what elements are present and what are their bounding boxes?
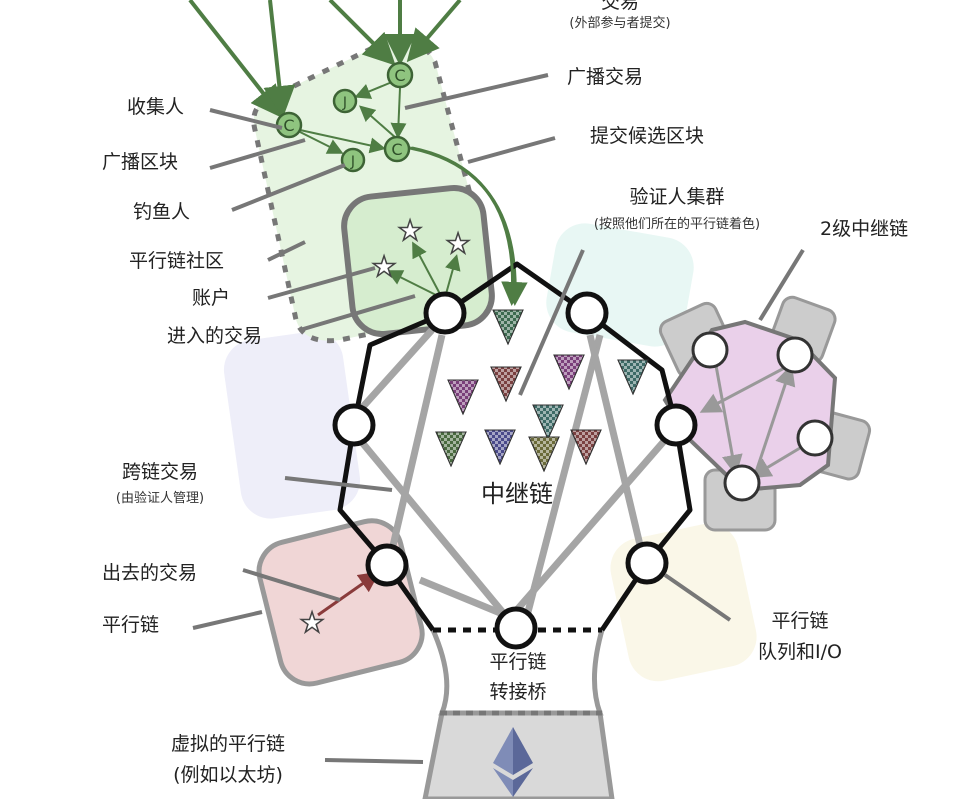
label-virtual-parachain: 虚拟的平行链 [170, 733, 286, 755]
validator-triangle [553, 354, 585, 391]
label-submit-candidate: 提交候选区块 [590, 125, 705, 147]
validator-triangle [484, 429, 516, 466]
star-icon: ★ [371, 250, 396, 283]
star-icon: ★ [397, 214, 422, 247]
fisherman-node[interactable]: J [340, 147, 366, 173]
svg-text:J: J [342, 95, 347, 111]
validator-triangle [617, 359, 649, 396]
incoming-tx-arrows [188, 0, 462, 119]
label-second-relay: 2级中继链 [820, 218, 909, 240]
validator-triangle [490, 366, 522, 403]
svg-text:C: C [283, 116, 294, 135]
validator-triangle [447, 379, 479, 416]
validator-triangle [570, 429, 602, 466]
label-transactions-sub: (外部参与者提交) [569, 16, 671, 31]
faded-parachain-lavender [223, 331, 361, 519]
cross-chain-tx-arrows [357, 327, 668, 619]
collator-node[interactable]: C [275, 111, 303, 139]
leader-lines [192, 73, 805, 764]
label-broadcast-block: 广播区块 [102, 151, 179, 173]
label-fisherman: 钓鱼人 [133, 201, 191, 223]
relay-chain [332, 261, 698, 650]
label-virtual-parachain-sub: (例如以太坊) [173, 764, 283, 786]
second-level-relay-chain [658, 295, 872, 532]
account-star-icons: ★ ★ ★ [371, 213, 472, 284]
label-cross-chain-tx-sub: (由验证人管理) [115, 491, 205, 506]
label-account: 账户 [192, 287, 231, 309]
label-transactions: 交易 [600, 0, 640, 13]
validator-triangle [435, 431, 467, 468]
parachain-box [256, 518, 425, 687]
svg-text:J: J [350, 154, 355, 170]
faded-parachain-cream [610, 523, 757, 682]
star-icon: ★ [299, 606, 324, 639]
label-parachain-queue-io: 队列和I/O [758, 641, 842, 663]
star-icon: ★ [445, 227, 470, 260]
ethereum-icon [493, 727, 533, 797]
validator-slot-nodes [332, 291, 698, 650]
svg-text:C: C [394, 66, 405, 85]
label-parachain: 平行链 [102, 614, 160, 636]
label-bridge-2: 转接桥 [489, 681, 547, 703]
account-box [341, 185, 495, 337]
label-inbound-tx: 进入的交易 [167, 325, 263, 347]
label-bridge: 平行链 [489, 651, 547, 673]
validator-triangle [532, 404, 564, 441]
fisherman-node[interactable]: J [332, 88, 358, 114]
collator-node[interactable]: C [386, 61, 414, 89]
label-outbound-tx: 出去的交易 [102, 562, 198, 584]
label-cross-chain-tx: 跨链交易 [121, 461, 199, 483]
label-validator-pool-sub: (按照他们所在的平行链着色) [593, 217, 761, 232]
label-broadcast-tx: 广播交易 [567, 66, 644, 88]
label-validator-pool: 验证人集群 [629, 186, 725, 208]
label-parachain-queue: 平行链 [771, 610, 829, 632]
validator-triangle [492, 309, 524, 346]
label-parachain-community: 平行链社区 [129, 250, 225, 272]
validator-pool [435, 309, 649, 473]
validator-triangle [528, 436, 560, 473]
collator-node[interactable]: C [383, 135, 411, 163]
label-relay-chain: 中继链 [481, 480, 553, 508]
svg-text:C: C [391, 140, 402, 159]
label-collator: 收集人 [127, 96, 185, 118]
outgoing-tx-arrow [317, 571, 380, 617]
